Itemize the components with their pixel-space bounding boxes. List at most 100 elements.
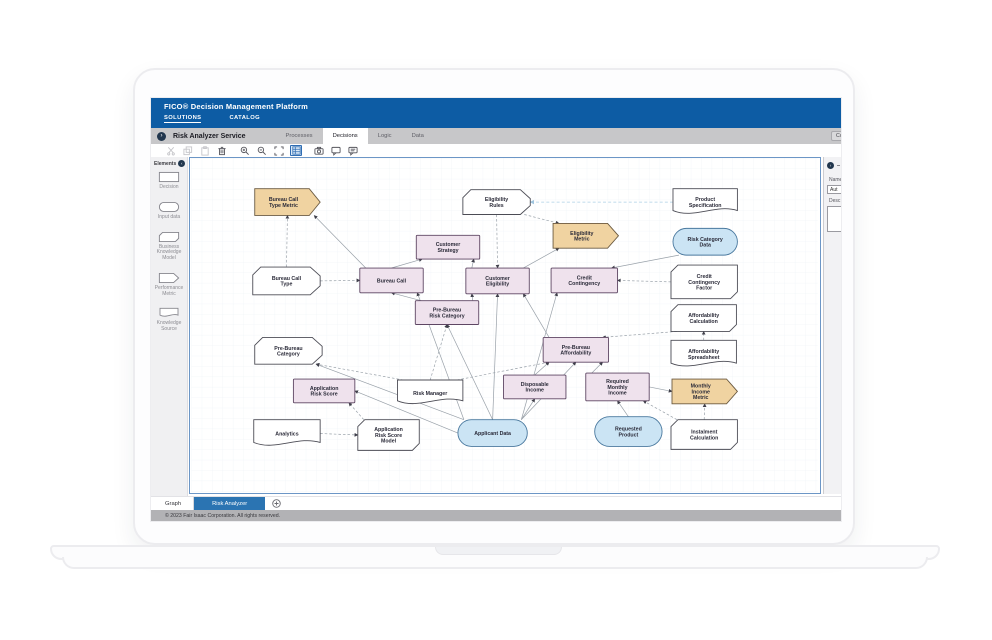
decision-shape <box>542 336 610 363</box>
annotation-icon[interactable] <box>347 145 359 156</box>
elements-panel: Elements ‹ Decision Input data Business … <box>151 157 188 496</box>
cut-icon[interactable] <box>165 145 177 156</box>
node-risk-manager[interactable]: Risk Manager <box>397 379 464 405</box>
palette-item-bkm[interactable]: Business Knowledge Model <box>151 231 187 262</box>
description-input[interactable] <box>827 206 841 232</box>
edge-customer-eligibility-to-customer-strategy <box>471 258 475 269</box>
node-label: Analytics <box>275 431 298 437</box>
collapse-elements-icon[interactable]: ‹ <box>178 160 186 167</box>
zoom-in-icon[interactable] <box>239 145 251 156</box>
rules-shape <box>462 189 531 215</box>
edge-required-monthly-income-to-monthly-income-metric <box>649 386 673 393</box>
palette-item-performance-metric[interactable]: Performance Metric <box>151 272 187 298</box>
graph-label[interactable]: Graph <box>151 497 195 510</box>
add-tab-button[interactable] <box>269 497 283 510</box>
comment-icon[interactable] <box>330 145 342 156</box>
edge-risk-manager-to-pre-bureau-risk-category <box>429 323 448 381</box>
laptop-base-lip <box>62 557 928 569</box>
tab-data[interactable]: Data <box>411 133 424 139</box>
fit-view-icon[interactable] <box>273 145 285 156</box>
tab-logic[interactable]: Logic <box>377 133 392 139</box>
input-shape <box>594 416 663 447</box>
delete-icon[interactable] <box>216 145 228 156</box>
elements-panel-title: Elements <box>154 160 177 167</box>
tab-risk-analyzer[interactable]: Risk Analyzer <box>194 497 266 510</box>
properties-panel: › Name Aut Desc <box>823 157 842 494</box>
tab-processes[interactable]: Processes <box>285 133 313 139</box>
tab-decisions[interactable]: Decisions <box>322 128 368 144</box>
rules-shape <box>252 266 321 296</box>
edge-application-risk-score-model-to-application-risk-score <box>348 402 365 420</box>
description-field-label: Desc <box>829 198 841 204</box>
copyright-footer: © 2023 Fair Isaac Corporation. All right… <box>151 510 841 521</box>
edge-instalment-calculation-to-required-monthly-income <box>642 400 678 420</box>
palette-label: Input data <box>157 213 181 220</box>
bkm-shape <box>670 304 737 332</box>
edge-analytics-to-application-risk-score-model <box>320 432 359 437</box>
ksource-shape <box>253 419 321 446</box>
bottom-tab-bar: Graph Risk Analyzer <box>151 496 841 510</box>
decision-shape <box>585 372 650 402</box>
panel-toggle-icon[interactable]: › <box>157 131 166 141</box>
name-field-label: Name <box>829 177 842 183</box>
zoom-out-icon[interactable] <box>256 145 268 156</box>
palette-item-knowledge-source[interactable]: Knowledge Source <box>151 307 187 333</box>
camera-icon[interactable] <box>313 145 325 156</box>
copy-icon[interactable] <box>182 145 194 156</box>
edge-applicant-data-to-pre-bureau-risk-category <box>446 323 493 420</box>
nav-solutions[interactable]: SOLUTIONS <box>164 115 202 123</box>
node-bureau-call[interactable]: Bureau Call <box>359 267 424 294</box>
bkm-shape <box>357 419 420 451</box>
name-input[interactable]: Aut <box>827 185 841 194</box>
palette-item-input-data[interactable]: Input data <box>151 201 187 221</box>
grid-view-icon[interactable] <box>290 145 302 156</box>
palette-item-decision[interactable]: Decision <box>151 171 187 191</box>
node-label: Risk Manager <box>413 391 447 397</box>
plus-circle-icon <box>272 499 281 508</box>
header-nav: SOLUTIONS CATALOG <box>164 115 841 123</box>
edges-layer <box>285 199 707 437</box>
node-analytics[interactable]: Analytics <box>253 419 321 446</box>
node-label: Bureau Call <box>377 278 407 284</box>
collapse-properties-icon[interactable]: › <box>827 162 834 169</box>
edge-required-monthly-income-to-pre-bureau-affordability <box>591 361 604 374</box>
node-applicant-data[interactable]: Applicant Data <box>457 419 528 447</box>
rules-shape <box>254 336 323 365</box>
nav-catalog[interactable]: CATALOG <box>229 115 261 121</box>
palette-label: Business Knowledge Model <box>156 243 182 261</box>
paste-icon[interactable] <box>199 145 211 156</box>
contribute-button[interactable]: Cont <box>831 131 841 141</box>
palette-label: Decision <box>159 184 179 190</box>
